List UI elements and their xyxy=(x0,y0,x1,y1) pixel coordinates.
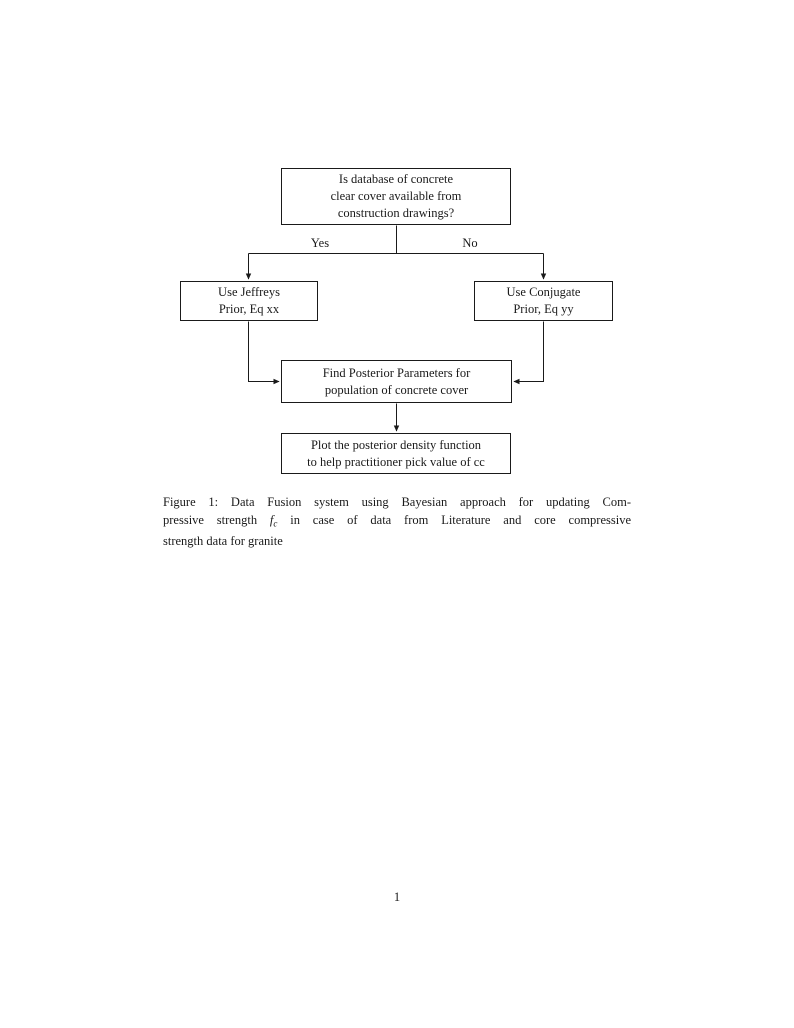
arrow-right-box-to-middle-box xyxy=(513,321,544,385)
edge-label-no: No xyxy=(462,236,478,250)
box-text-line: population of concrete cover xyxy=(324,382,469,397)
caption-text: in case of data from Literature and core… xyxy=(290,512,632,527)
caption-line: strength data for granite xyxy=(163,533,631,551)
flowchart-box-plot-density: Plot the posterior density function to h… xyxy=(281,433,511,474)
box-text-line: to help practitioner pick value of cc xyxy=(307,454,485,469)
math-symbol-fc: fc xyxy=(269,512,278,529)
box-text-line: Prior, Eq yy xyxy=(513,302,574,316)
math-variable: f xyxy=(269,512,274,527)
figure-caption: Figure 1: Data Fusion system using Bayes… xyxy=(163,494,631,550)
caption-text: Figure 1: Data Fusion system using Bayes… xyxy=(163,495,631,509)
box-text-line: Use Jeffreys xyxy=(218,285,280,299)
math-subscript: c xyxy=(273,518,278,528)
flowchart-box-conjugate-prior: Use Conjugate Prior, Eq yy xyxy=(474,281,613,321)
box-text-line: Use Conjugate xyxy=(506,285,581,299)
flowchart-box-question: Is database of concrete clear cover avai… xyxy=(281,168,511,225)
box-text-line: Find Posterior Parameters for xyxy=(322,365,471,380)
box-text-line: Is database of concrete xyxy=(338,172,454,186)
arrow-left-box-to-middle-box xyxy=(248,321,280,385)
flowchart-box-posterior-parameters: Find Posterior Parameters for population… xyxy=(281,360,512,403)
caption-line: pressive strength fc in case of data fro… xyxy=(163,512,631,533)
flowchart-box-jeffreys-prior: Use Jeffreys Prior, Eq xx xyxy=(180,281,318,321)
caption-text: strength data for granite xyxy=(163,533,283,548)
page-number: 1 xyxy=(393,890,401,904)
edge-label-yes: Yes xyxy=(310,236,330,250)
caption-line: Figure 1: Data Fusion system using Bayes… xyxy=(163,494,631,512)
box-text-line: Prior, Eq xx xyxy=(218,302,280,316)
box-text-line: clear cover available from xyxy=(330,189,462,203)
caption-text: pressive strength xyxy=(163,512,258,527)
box-text-line: Plot the posterior density function xyxy=(310,437,482,452)
box-text-line: construction drawings? xyxy=(337,206,455,220)
